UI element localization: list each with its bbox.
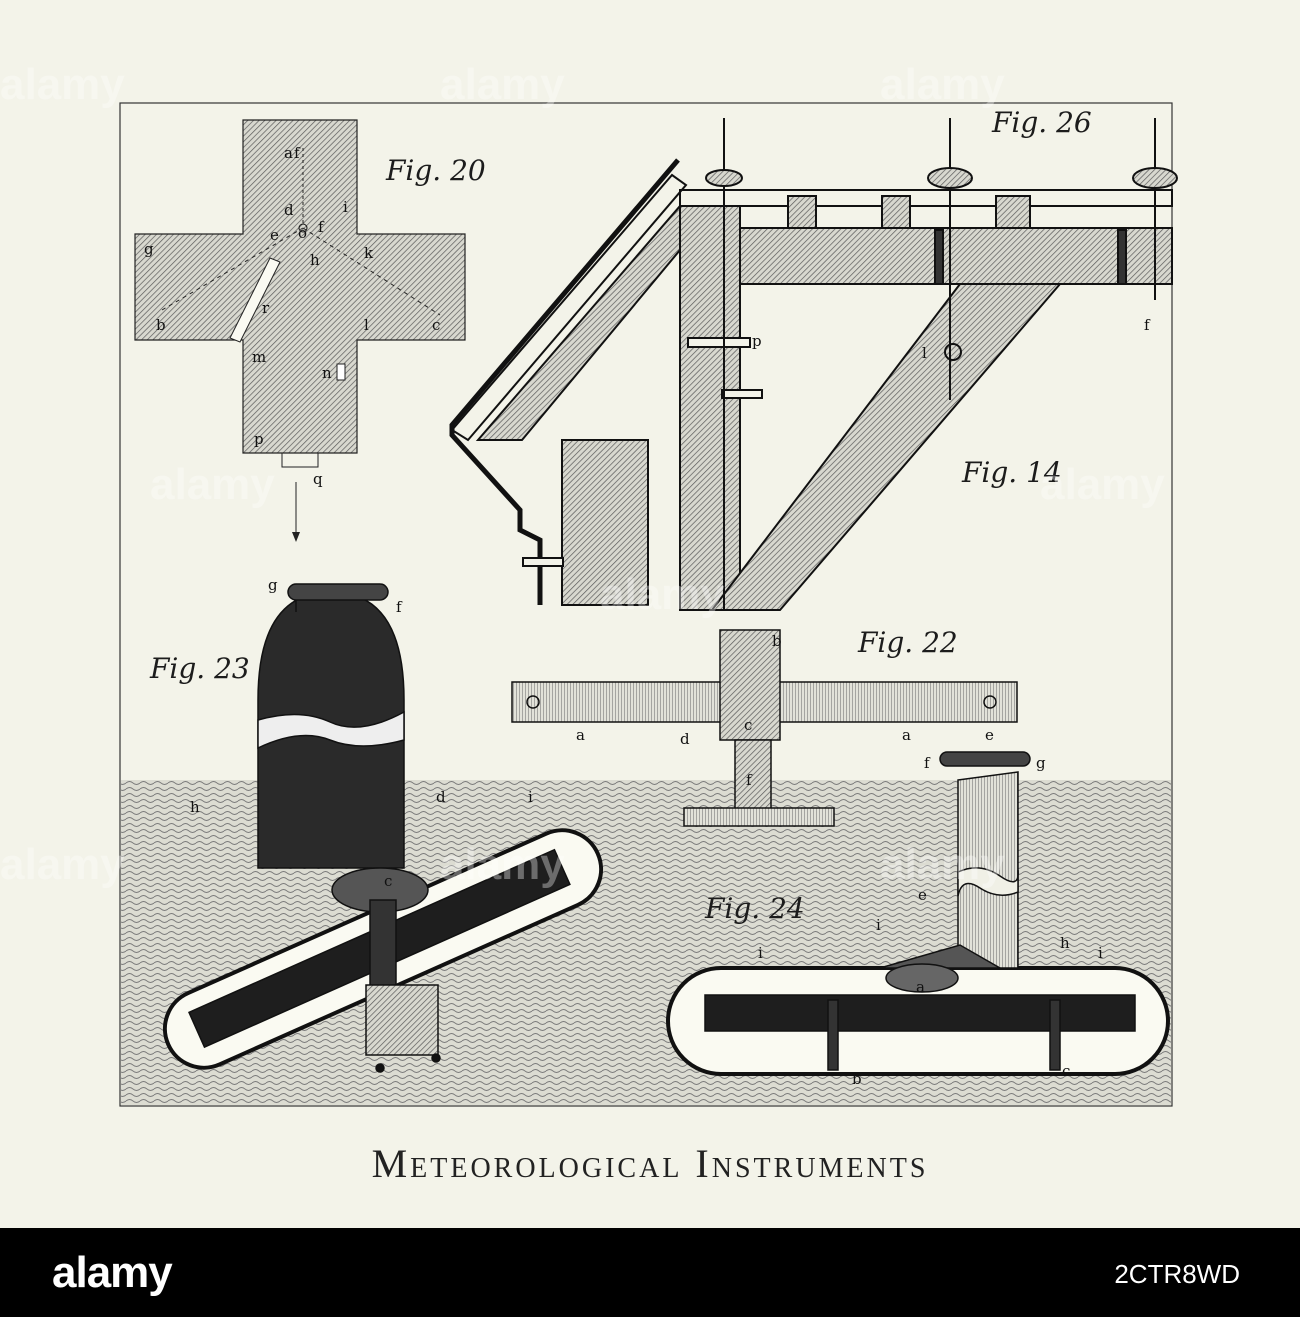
- fig20-letter: o: [298, 224, 307, 242]
- fig23-letter: c: [384, 872, 392, 890]
- fig22-letter: a: [902, 726, 911, 744]
- fig26-letter: p: [752, 332, 762, 350]
- fig26-letter: l: [922, 344, 927, 362]
- fig20-letter: k: [364, 244, 374, 262]
- fig22-letter: a: [576, 726, 585, 744]
- fig23-letter: i: [528, 788, 533, 806]
- fig24-letter: g: [1036, 754, 1046, 772]
- fig20-letter: q: [313, 470, 323, 488]
- fig24-letter: c: [1062, 1062, 1070, 1080]
- fig20-letter: h: [310, 251, 320, 269]
- fig23-letter: g: [268, 576, 278, 594]
- fig20-letter: f: [294, 144, 301, 162]
- fig24-letter: i: [876, 916, 881, 934]
- fig20-letter: n: [322, 364, 332, 382]
- fig24-letter: b: [852, 1070, 862, 1088]
- fig20-letter: g: [144, 240, 154, 258]
- figure-20-plan: [134, 119, 466, 542]
- figure-26-framework: [449, 118, 1178, 611]
- fig-22-label: Fig. 22: [857, 626, 958, 659]
- fig20-letter: d: [284, 201, 294, 219]
- fig20-letter: l: [364, 316, 369, 334]
- image-id: 2CTR8WD: [1114, 1259, 1240, 1289]
- fig24-letter: e: [918, 886, 927, 904]
- fig-26-label: Fig. 26: [991, 106, 1092, 139]
- fig22-letter: d: [680, 730, 690, 748]
- fig24-letter: i: [1098, 944, 1103, 962]
- fig-14-label: Fig. 14: [961, 456, 1062, 489]
- figure-23-instrument: [162, 583, 604, 1073]
- fig20-letter: c: [432, 316, 440, 334]
- fig24-letter: h: [1060, 934, 1070, 952]
- fig26-letter: f: [1144, 316, 1151, 334]
- fig20-letter: p: [254, 430, 264, 448]
- fig24-letter: i: [758, 944, 763, 962]
- fig22-letter: c: [744, 716, 752, 734]
- figure-24-instrument: [666, 751, 1170, 1076]
- fig24-letter: a: [916, 978, 925, 996]
- fig20-letter: a: [284, 144, 293, 162]
- fig-23-label: Fig. 23: [149, 652, 250, 685]
- figure-22-balance: [511, 629, 1018, 827]
- fig23-letter: d: [436, 788, 446, 806]
- plate-caption: Meteorological Instruments: [371, 1141, 929, 1186]
- alamy-logo[interactable]: alamy: [52, 1248, 173, 1297]
- fig23-letter: h: [190, 798, 200, 816]
- fig22-letter: f: [746, 771, 753, 789]
- fig20-letter: f: [318, 218, 325, 236]
- fig20-letter: m: [252, 348, 266, 366]
- fig-24-label: Fig. 24: [704, 892, 805, 925]
- fig-20-label: Fig. 20: [385, 154, 486, 187]
- plate-border: [119, 102, 1173, 1107]
- fig20-letter: e: [270, 226, 279, 244]
- footer-band: [0, 1228, 1300, 1317]
- fig20-letter: b: [156, 316, 166, 334]
- fig23-letter: f: [396, 598, 403, 616]
- fig20-letter: r: [262, 299, 270, 317]
- fig22-letter: e: [985, 726, 994, 744]
- fig22-letter: b: [772, 632, 782, 650]
- fig20-letter: i: [343, 198, 348, 216]
- fig24-letter: f: [924, 754, 931, 772]
